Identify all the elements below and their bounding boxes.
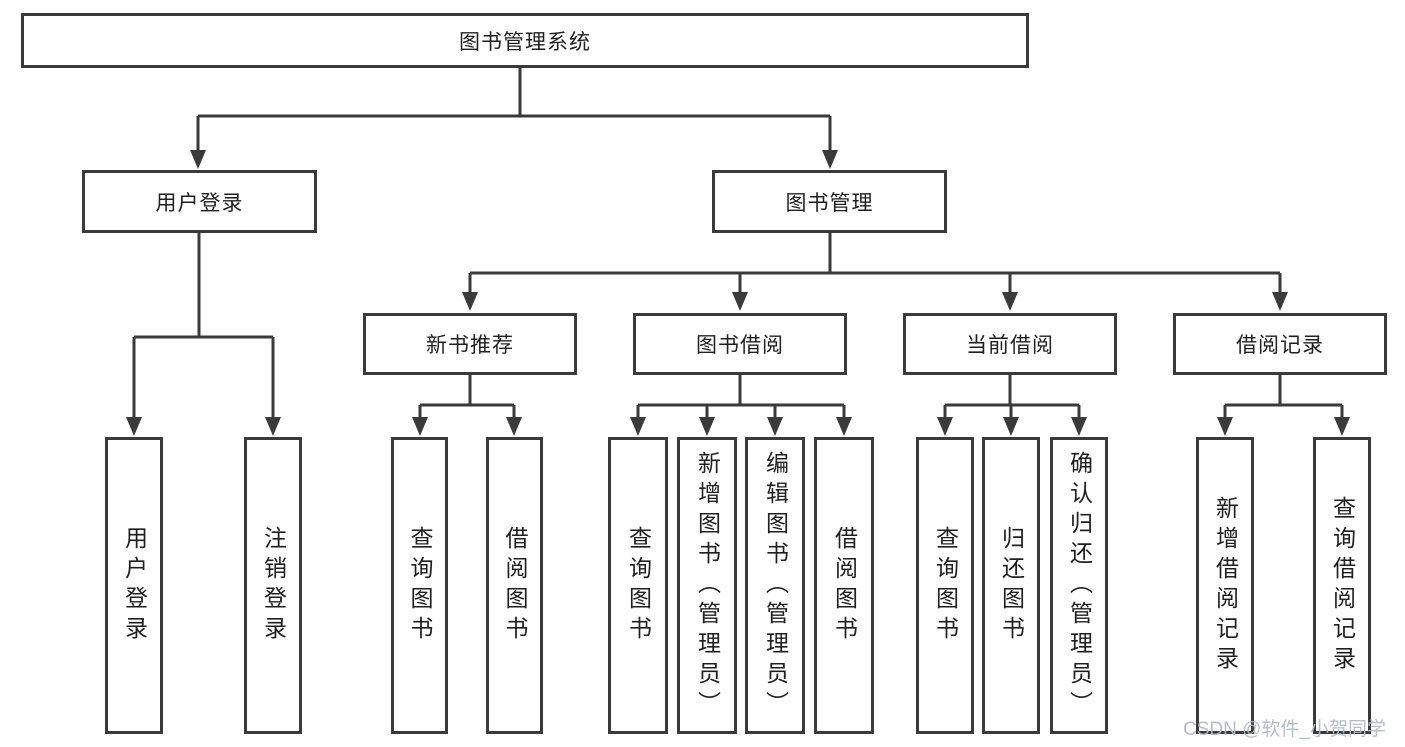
node-borrow-records: 借阅记录 (1173, 313, 1387, 375)
leaf-nbr-borrow-book: 借阅图书 (486, 437, 543, 734)
node-root: 图书管理系统 (21, 13, 1029, 68)
arrowheads (126, 150, 1350, 436)
node-new-book-recommend: 新书推荐 (363, 313, 577, 375)
leaf-br-query-record: 查询借阅记录 (1313, 437, 1371, 734)
node-user-login: 用户登录 (82, 170, 317, 233)
leaf-nbr-query-book: 查询图书 (391, 437, 448, 734)
node-current-borrow: 当前借阅 (903, 313, 1117, 375)
leaf-cb-return-book: 归还图书 (982, 437, 1040, 734)
node-book-borrow: 图书借阅 (633, 313, 847, 375)
leaf-cb-query-book: 查询图书 (916, 437, 974, 734)
leaf-br-add-record: 新增借阅记录 (1196, 437, 1254, 734)
leaf-bb-query-book: 查询图书 (608, 437, 668, 734)
node-book-management: 图书管理 (712, 170, 947, 233)
leaf-user-login: 用户登录 (105, 437, 163, 734)
leaf-bb-add-book-admin: 新增图书（管理员） (677, 437, 737, 734)
leaf-bb-borrow-book: 借阅图书 (814, 437, 874, 734)
leaf-bb-edit-book-admin: 编辑图书（管理员） (745, 437, 805, 734)
leaf-cb-confirm-return-admin: 确认归还（管理员） (1050, 437, 1108, 734)
leaf-logout: 注销登录 (244, 437, 302, 734)
csdn-watermark: CSDN @软件_小贺同学 (1183, 719, 1386, 740)
